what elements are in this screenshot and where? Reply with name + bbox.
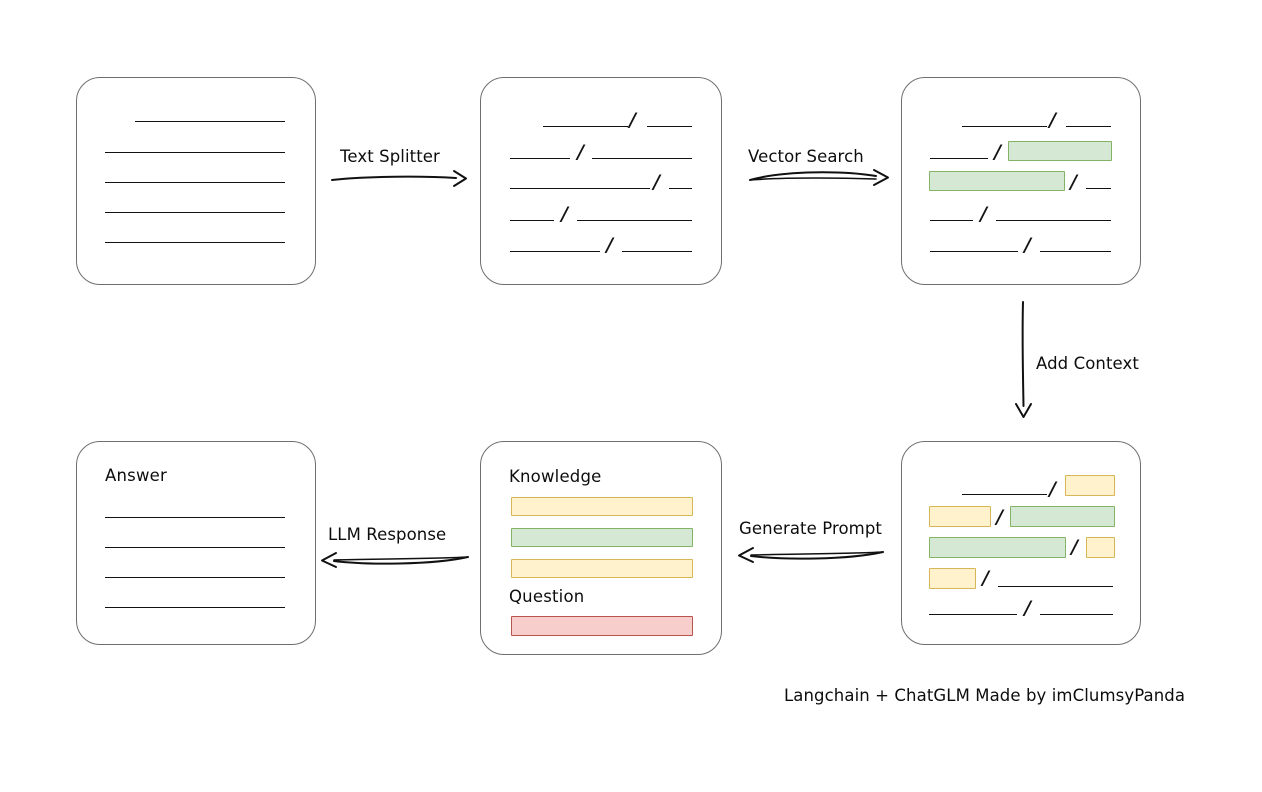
slash-separator: / xyxy=(606,234,613,256)
arrow-label-generate-prompt: Generate Prompt xyxy=(739,519,882,538)
box-prompt[interactable]: Knowledge Question xyxy=(480,441,722,655)
box-context-added[interactable]: / / / / / xyxy=(901,441,1141,645)
slash-separator: / xyxy=(1071,536,1078,558)
chunk-rule xyxy=(930,158,988,159)
knowledge-bar-green xyxy=(511,528,693,547)
doc-rule xyxy=(135,121,285,122)
arrow-vector-search xyxy=(749,169,889,186)
chunk-rule xyxy=(669,188,692,189)
chunk-rule xyxy=(622,251,692,252)
slash-separator: / xyxy=(980,203,987,225)
slash-separator: / xyxy=(1024,234,1031,256)
chunk-rule xyxy=(647,126,692,127)
chunk-rule xyxy=(543,126,628,127)
box-split-chunks[interactable]: / / / / / xyxy=(480,77,722,285)
chunk-rule xyxy=(510,158,570,159)
box-source-document[interactable] xyxy=(76,77,316,285)
highlight-chip-yellow xyxy=(1065,475,1115,496)
slash-separator: / xyxy=(561,203,568,225)
arrow-label-text-splitter: Text Splitter xyxy=(340,147,440,166)
answer-rule xyxy=(105,607,285,608)
slash-separator: / xyxy=(996,506,1003,528)
question-bar-red xyxy=(511,616,693,636)
highlight-chip-yellow xyxy=(929,568,976,589)
chunk-rule xyxy=(962,494,1047,495)
slash-separator: / xyxy=(629,109,636,131)
box-answer[interactable]: Answer xyxy=(76,441,316,645)
arrow-label-add-context: Add Context xyxy=(1036,354,1139,373)
highlight-chip-yellow xyxy=(1086,537,1115,558)
highlight-chip-green xyxy=(929,537,1066,558)
highlight-chip-yellow xyxy=(929,506,991,527)
knowledge-bar-yellow xyxy=(511,559,693,578)
chunk-rule xyxy=(1066,126,1111,127)
knowledge-bar-yellow xyxy=(511,497,693,516)
chunk-rule xyxy=(929,614,1017,615)
chunk-rule xyxy=(930,251,1018,252)
box-vector-matches[interactable]: / / / / / xyxy=(901,77,1141,285)
arrow-label-llm-response: LLM Response xyxy=(328,525,447,544)
arrow-add-context xyxy=(1015,301,1032,418)
doc-rule xyxy=(105,212,285,213)
highlight-chip-green xyxy=(929,171,1065,191)
slash-separator: / xyxy=(1024,597,1031,619)
footer-credit: Langchain + ChatGLM Made by imClumsyPand… xyxy=(784,686,1186,705)
prompt-knowledge-label: Knowledge xyxy=(509,467,602,486)
slash-separator: / xyxy=(994,141,1001,163)
doc-rule xyxy=(105,182,285,183)
slash-separator: / xyxy=(653,171,660,193)
arrow-label-vector-search: Vector Search xyxy=(748,147,864,166)
slash-separator: / xyxy=(982,567,989,589)
chunk-rule xyxy=(996,220,1111,221)
chunk-rule xyxy=(510,220,554,221)
highlight-chip-green xyxy=(1010,506,1115,527)
doc-rule xyxy=(105,152,285,153)
chunk-rule xyxy=(1040,614,1113,615)
arrow-generate-prompt xyxy=(738,547,884,563)
arrow-text-splitter xyxy=(331,170,467,187)
chunk-rule xyxy=(1040,251,1111,252)
slash-separator: / xyxy=(577,141,584,163)
chunk-rule xyxy=(592,158,692,159)
answer-rule xyxy=(105,577,285,578)
slash-separator: / xyxy=(1049,109,1056,131)
highlight-chip-green xyxy=(1008,141,1112,161)
prompt-question-label: Question xyxy=(509,587,585,606)
chunk-rule xyxy=(998,586,1113,587)
arrow-llm-response xyxy=(321,552,469,568)
chunk-rule xyxy=(577,220,692,221)
answer-rule xyxy=(105,517,285,518)
chunk-rule xyxy=(930,220,973,221)
answer-label: Answer xyxy=(105,466,167,485)
chunk-rule xyxy=(510,188,650,189)
chunk-rule xyxy=(510,251,600,252)
chunk-rule xyxy=(962,126,1047,127)
answer-rule xyxy=(105,547,285,548)
chunk-rule xyxy=(1086,188,1111,189)
slash-separator: / xyxy=(1070,171,1077,193)
doc-rule xyxy=(105,242,285,243)
slash-separator: / xyxy=(1049,478,1056,500)
